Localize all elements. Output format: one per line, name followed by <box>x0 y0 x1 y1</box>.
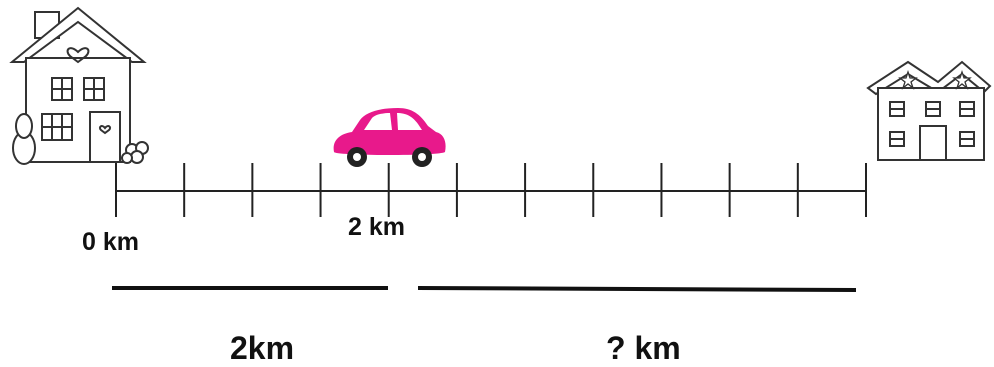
segment-right <box>417 286 857 292</box>
car-icon <box>333 108 446 167</box>
apartment-building-icon <box>866 60 992 161</box>
number-line-ticks <box>115 163 867 217</box>
car-distance-label: 2 km <box>348 213 405 241</box>
house-icon <box>9 6 149 165</box>
segment-right-label: ? km <box>606 330 681 366</box>
segment-left-label: 2km <box>230 330 295 366</box>
start-distance-label: 0 km <box>82 228 139 256</box>
